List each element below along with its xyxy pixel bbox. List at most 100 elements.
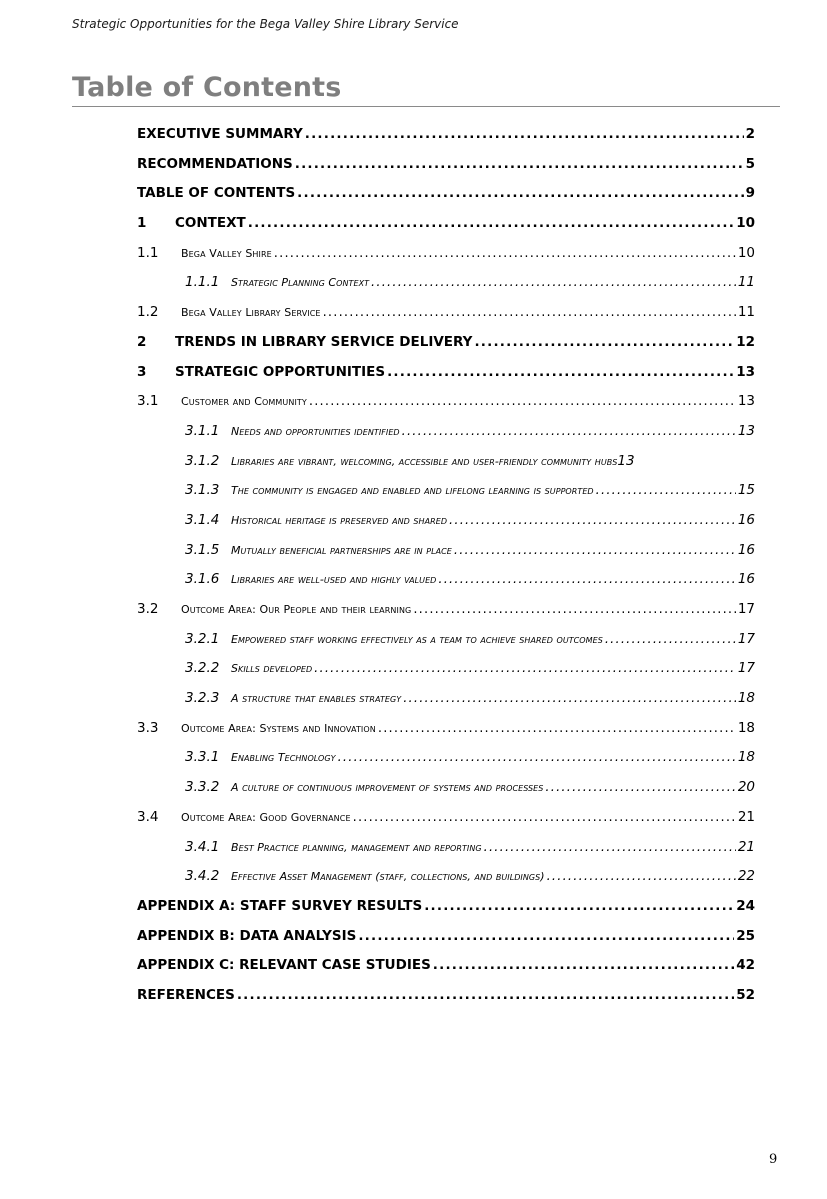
toc-entry-page: 13 bbox=[617, 452, 635, 469]
toc-entry-page: 16 bbox=[737, 571, 755, 588]
toc-entry-page: 18 bbox=[737, 719, 755, 736]
toc-entry-number: 3.2.3 bbox=[185, 690, 220, 707]
toc-entry[interactable]: APPENDIX C: RELEVANT CASE STUDIES42 bbox=[137, 953, 755, 983]
toc-entry-page: 17 bbox=[737, 630, 755, 647]
toc-entry-number: 3.2.1 bbox=[185, 630, 220, 647]
toc-entry-number: 2 bbox=[137, 333, 147, 350]
toc-entry-page: 17 bbox=[737, 660, 755, 677]
toc-entry-number: 3.1.1 bbox=[185, 422, 220, 439]
toc-dot-leader bbox=[433, 957, 734, 973]
toc-entry[interactable]: 3.2.3 A structure that enables strategy 18 bbox=[137, 686, 755, 716]
toc-entry[interactable]: RECOMMENDATIONS5 bbox=[137, 152, 755, 182]
toc-entry-title: Customer and Community bbox=[181, 395, 307, 409]
toc-entry[interactable]: 3.3.1 Enabling Technology 18 bbox=[137, 745, 755, 775]
page-number: 9 bbox=[769, 1152, 778, 1167]
toc-entry-page: 11 bbox=[737, 274, 755, 291]
page-title: Table of Contents bbox=[72, 72, 342, 103]
toc-entry-title: APPENDIX B: DATA ANALYSIS bbox=[137, 927, 357, 944]
toc-entry-title: Needs and opportunities identified bbox=[231, 424, 400, 438]
toc-entry[interactable]: APPENDIX B: DATA ANALYSIS 25 bbox=[137, 924, 755, 954]
toc-entry-page: 10 bbox=[737, 244, 755, 261]
toc-entry-page: 13 bbox=[737, 393, 755, 410]
toc-entry-page: 18 bbox=[737, 749, 755, 766]
toc-entry-title: Libraries are vibrant, welcoming, access… bbox=[231, 454, 618, 468]
table-of-contents: EXECUTIVE SUMMARY2RECOMMENDATIONS5TABLE … bbox=[137, 122, 755, 1013]
toc-dot-leader bbox=[297, 185, 743, 201]
toc-dot-leader bbox=[438, 572, 735, 587]
toc-entry-page: 42 bbox=[736, 957, 755, 974]
toc-entry-title: Outcome Area: Good Governance bbox=[181, 810, 351, 824]
toc-entry-title: RECOMMENDATIONS bbox=[137, 155, 293, 172]
toc-dot-leader bbox=[378, 721, 736, 736]
toc-entry-page: 21 bbox=[737, 808, 755, 825]
toc-entry-page: 15 bbox=[737, 482, 755, 499]
toc-entry-number: 3.2 bbox=[137, 601, 159, 617]
toc-entry-title: TABLE OF CONTENTS bbox=[137, 185, 296, 202]
toc-dot-leader bbox=[402, 424, 736, 439]
toc-entry-number: 3.3 bbox=[137, 719, 159, 736]
toc-entry[interactable]: 1.1 Bega Valley Shire 10 bbox=[137, 241, 755, 271]
toc-dot-leader bbox=[403, 691, 736, 706]
toc-entry-page: 17 bbox=[737, 601, 755, 617]
toc-entry-title: REFERENCES bbox=[137, 986, 235, 1003]
toc-entry-title: The community is engaged and enabled and… bbox=[231, 484, 594, 498]
toc-entry-title: EXECUTIVE SUMMARY bbox=[137, 126, 303, 142]
toc-dot-leader bbox=[413, 602, 735, 617]
toc-entry-title: Libraries are well-used and highly value… bbox=[231, 573, 437, 587]
toc-dot-leader bbox=[449, 513, 736, 528]
toc-entry[interactable]: 1CONTEXT10 bbox=[137, 211, 755, 241]
toc-dot-leader bbox=[248, 215, 734, 231]
toc-entry-number: 3.4.1 bbox=[185, 838, 220, 855]
toc-entry-title: A culture of continuous improvement of s… bbox=[231, 781, 544, 795]
toc-entry[interactable]: 3.4.1 Best Practice planning, management … bbox=[137, 835, 755, 865]
toc-entry-title: Best Practice planning, management and r… bbox=[231, 840, 482, 854]
toc-entry-number: 3.3.1 bbox=[185, 749, 220, 766]
toc-entry-number: 3.1.5 bbox=[185, 541, 220, 558]
toc-entry-number: 3 bbox=[137, 363, 147, 380]
toc-entry-title: Strategic Planning Context bbox=[231, 276, 370, 290]
toc-entry-page: 25 bbox=[736, 927, 755, 944]
toc-entry-page: 18 bbox=[737, 690, 755, 707]
toc-dot-leader bbox=[323, 305, 736, 320]
toc-entry-title: A structure that enables strategy bbox=[231, 692, 402, 706]
toc-entry[interactable]: APPENDIX A: STAFF SURVEY RESULTS24 bbox=[137, 894, 755, 924]
toc-entry-number: 3.1.3 bbox=[185, 482, 220, 499]
toc-entry[interactable]: 3.2.1 Empowered staff working effectively… bbox=[137, 627, 755, 657]
toc-entry-page: 16 bbox=[737, 541, 755, 558]
toc-entry[interactable]: 3.4 Outcome Area: Good Governance 21 bbox=[137, 805, 755, 835]
toc-dot-leader bbox=[424, 898, 734, 914]
toc-dot-leader bbox=[295, 156, 744, 172]
toc-entry-number: 1.1 bbox=[137, 244, 159, 261]
toc-entry-title: Enabling Technology bbox=[231, 751, 336, 765]
toc-entry-title: Empowered staff working effectively as a… bbox=[231, 632, 603, 646]
toc-entry[interactable]: TABLE OF CONTENTS9 bbox=[137, 181, 755, 211]
toc-entry-number: 1 bbox=[137, 215, 147, 232]
toc-dot-leader bbox=[547, 869, 736, 884]
toc-dot-leader bbox=[484, 840, 736, 855]
toc-entry-number: 3.3.2 bbox=[185, 779, 220, 796]
toc-entry[interactable]: 3.3.2 A culture of continuous improvement… bbox=[137, 775, 755, 805]
toc-entry-page: 13 bbox=[736, 363, 755, 380]
toc-entry-page: 24 bbox=[736, 897, 755, 914]
toc-entry-page: 21 bbox=[737, 838, 755, 855]
toc-entry-title: Bega Valley Shire bbox=[181, 246, 272, 260]
toc-entry[interactable]: EXECUTIVE SUMMARY2 bbox=[137, 122, 755, 152]
toc-entry[interactable]: REFERENCES52 bbox=[137, 983, 755, 1013]
toc-entry[interactable]: 3.1.3 The community is engaged and enable… bbox=[137, 478, 755, 508]
toc-entry-number: 3.4 bbox=[137, 808, 159, 825]
toc-dot-leader bbox=[314, 661, 736, 676]
